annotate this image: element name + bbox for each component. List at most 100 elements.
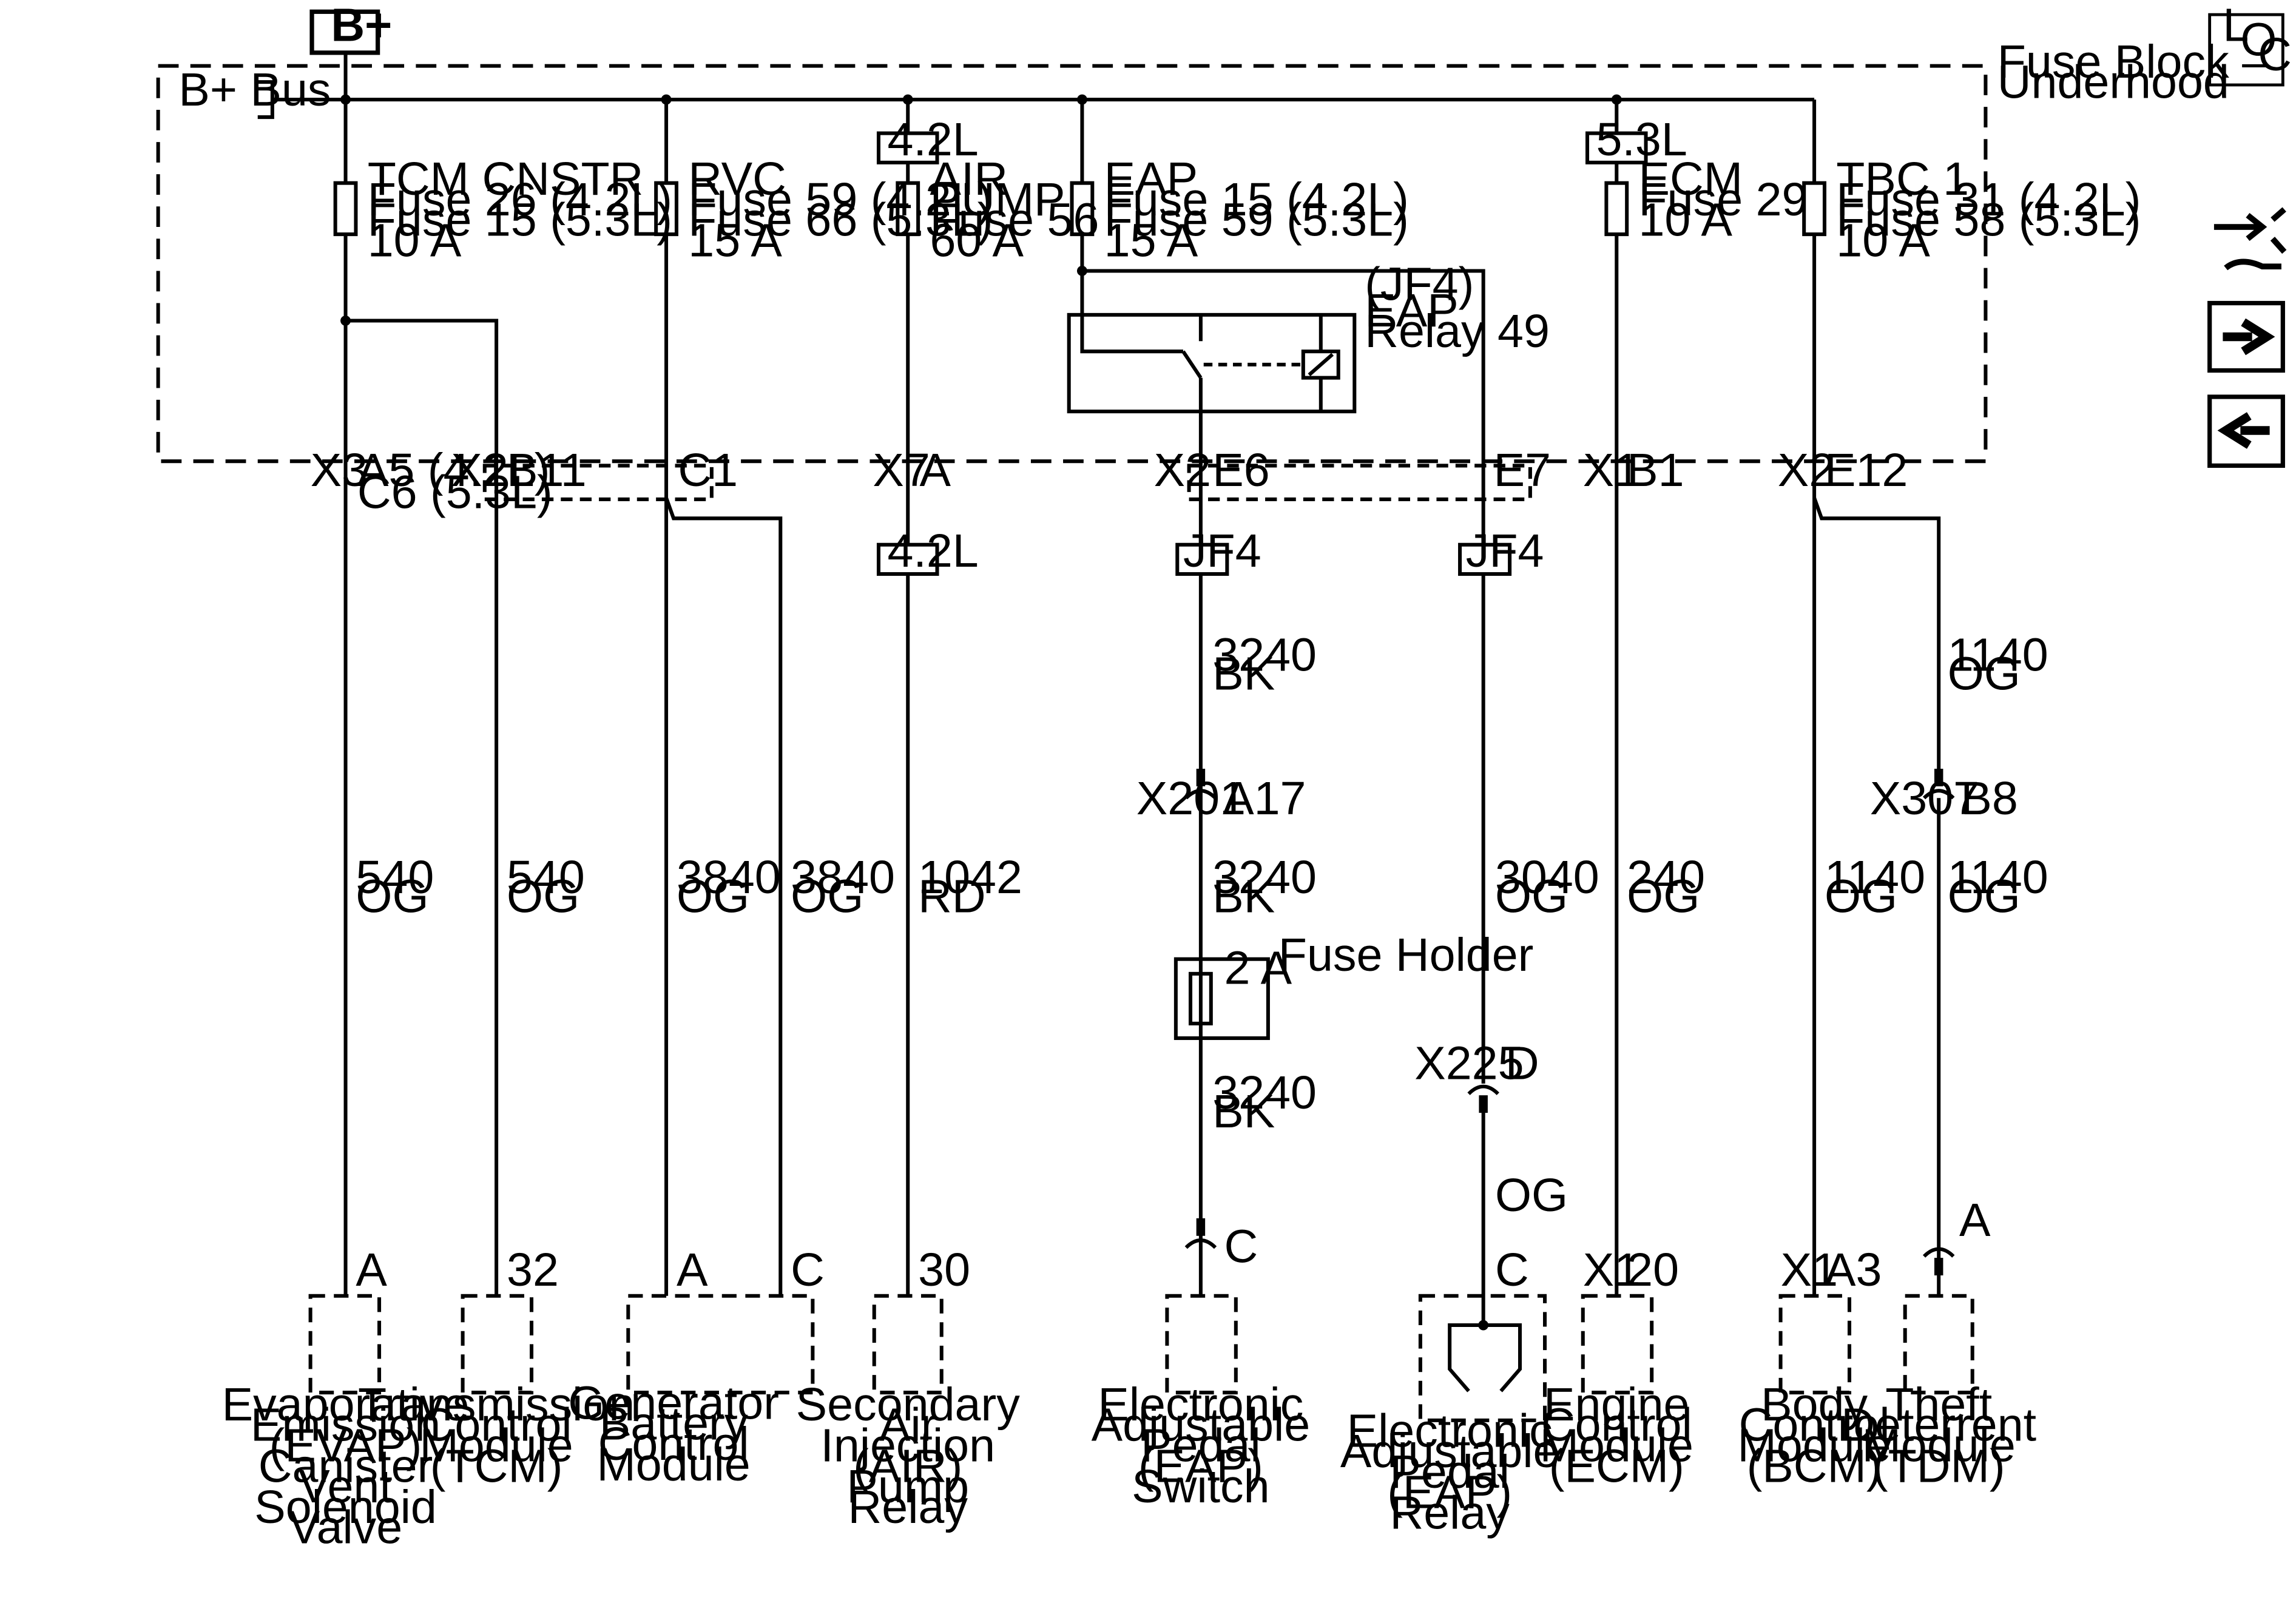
- component-box-eap-switch: [1165, 1294, 1238, 1395]
- fuse-label-ecm-2: Fuse 29: [1638, 174, 1808, 226]
- wire-1140-top-color: OG: [1948, 648, 2021, 700]
- connector-eap-c: C: [1224, 1220, 1258, 1272]
- component-bcm-3: Module: [1737, 1419, 1891, 1471]
- pin-relay-c: C: [1495, 1244, 1529, 1296]
- fuse-label-eap-4: 15 A: [1104, 214, 1198, 266]
- fuse-label-air-1: AIR: [930, 153, 1008, 205]
- wire-1140-tdm-color: OG: [1948, 870, 2021, 922]
- pin-x7: X7: [873, 444, 930, 496]
- fuse-label-tcm-3: Fuse 15 (5.3L): [368, 194, 672, 246]
- component-eap-relay-5: Relay: [1389, 1487, 1510, 1539]
- pin-b1: B1: [1627, 444, 1684, 496]
- fuse-label-tcm-4: 10 A: [368, 214, 462, 266]
- loc-icon-c: C: [2258, 29, 2292, 81]
- component-tdm-2: Deterrent: [1841, 1399, 2036, 1451]
- fuse-label-eap-2: Fuse 15 (4.2L): [1104, 174, 1409, 226]
- wire-1140-bcm-color: OG: [1825, 870, 1897, 922]
- wire-3240-1-num: 3240: [1212, 629, 1317, 681]
- component-bcm-2: Control: [1739, 1399, 1890, 1451]
- inline-connector-tdm: [1922, 1247, 1955, 1275]
- loc-icon-l: L: [2223, 0, 2249, 52]
- wire-3240-2-num: 3240: [1212, 851, 1317, 903]
- engine-tag-ecm-top-text: 5.3L: [1596, 113, 1687, 166]
- eap-relay-contact-common: [1080, 314, 1183, 354]
- eap-relay-contact-arm: [1181, 350, 1203, 379]
- component-gen-1: Generator: [568, 1377, 779, 1429]
- pin-ecm-20: 20: [1627, 1244, 1679, 1296]
- component-eap-relay-1: Electronic: [1347, 1405, 1553, 1457]
- pin-gen-c: C: [791, 1244, 825, 1296]
- fuse-label-air-4: 60 A: [930, 214, 1024, 266]
- splice-jf4-b: JF4: [1466, 525, 1544, 577]
- fuse-label-rvc-4: 15 A: [688, 214, 782, 266]
- wire-3840-a-color: OG: [677, 870, 749, 922]
- fuse-block-label-2: Underhood: [1997, 56, 2229, 109]
- component-gen-4: Module: [596, 1439, 750, 1491]
- pin-a5: A5 (4.2L): [357, 444, 550, 496]
- wire-3040-color: OG: [1495, 870, 1568, 922]
- fuse-holder-label: Fuse Holder: [1278, 929, 1534, 981]
- connector-outline-x2: [1187, 464, 1532, 501]
- pin-gen-a: A: [677, 1244, 708, 1296]
- engine-tag-air-top: [876, 131, 939, 164]
- fuse-symbol-eap: [1070, 181, 1095, 237]
- component-tcm-1: Transmission: [358, 1379, 635, 1431]
- engine-tag-air-bottom-text: 4.2L: [887, 525, 978, 577]
- connector-d: D: [1505, 1038, 1539, 1090]
- component-air-3: Injection: [820, 1419, 995, 1471]
- fuse-symbol-ecm: [1604, 181, 1629, 237]
- previous-page-arrow-icon[interactable]: [2207, 394, 2285, 468]
- inline-connector-eap-switch: [1184, 1218, 1217, 1249]
- pin-x2-e12: X2: [1778, 444, 1835, 496]
- connector-x307: X307: [1870, 772, 1979, 825]
- component-evap-6: Solenoid: [254, 1481, 437, 1533]
- wire-1042-color: RD: [918, 870, 986, 922]
- component-ecm-2: Control: [1541, 1399, 1692, 1451]
- pin-c1: C1: [678, 444, 738, 496]
- wire-tbc-branch: [1812, 497, 1941, 774]
- splice-jf4-a: JF4: [1183, 525, 1261, 577]
- wire-240-color: OG: [1627, 870, 1700, 922]
- loc-icon[interactable]: L O C: [2208, 0, 2292, 87]
- fuse-label-tbc-4: 10 A: [1836, 214, 1930, 266]
- pin-x3: X3: [311, 444, 368, 496]
- battery-positive-label: B+: [331, 0, 392, 52]
- component-evap-2: Emission: [251, 1399, 441, 1451]
- component-eap-relay-2: Adjustable: [1340, 1425, 1559, 1477]
- connector-tdm-a: A: [1959, 1194, 1991, 1246]
- relay-name-1: EAP: [1365, 285, 1459, 337]
- component-air-4: (AIR): [853, 1440, 962, 1492]
- wire-540-evap-num: 540: [356, 851, 434, 903]
- fuse-block-outline: [156, 64, 1988, 464]
- component-eap-switch-3: Pedal: [1141, 1419, 1261, 1471]
- pin-e7: E7: [1494, 444, 1551, 496]
- pin-tcm-32: 32: [507, 1244, 559, 1296]
- component-gen-2: Battery: [599, 1397, 748, 1450]
- fuse-label-ecm-3: 10 A: [1638, 194, 1732, 246]
- pin-x2-e6: X2: [1154, 444, 1211, 496]
- fuse-label-air-2: PUMP: [930, 174, 1065, 226]
- component-tcm-4: (TCM): [430, 1440, 563, 1492]
- wire-3240-1-color: BK: [1212, 648, 1275, 700]
- pin-c6: C6 (5.3L): [357, 466, 553, 518]
- connector-x201: X201: [1136, 772, 1246, 825]
- connector-repair-icon[interactable]: [2213, 207, 2287, 271]
- component-eap-switch-5: Switch: [1132, 1460, 1269, 1513]
- pin-bcm-x1: X1: [1781, 1244, 1838, 1296]
- fuse-symbol-air: [896, 181, 920, 237]
- connector-b8: B8: [1960, 772, 2017, 825]
- wire-1140-top-num: 1140: [1948, 629, 2048, 681]
- wire-1042-num: 1042: [918, 851, 1022, 903]
- connector-a17: A17: [1223, 772, 1306, 825]
- component-ecm-1: Engine: [1544, 1379, 1689, 1431]
- component-ecm-4: (ECM): [1549, 1440, 1684, 1492]
- wire-3840-c-num: 3840: [791, 851, 895, 903]
- pin-e6: E6: [1212, 444, 1269, 496]
- splice-box-jf4-a: [1175, 542, 1229, 576]
- component-ecm-3: Module: [1540, 1419, 1693, 1471]
- fuse-symbol-rvc: [654, 181, 678, 237]
- component-box-air-relay: [872, 1294, 944, 1395]
- next-page-arrow-icon[interactable]: [2207, 300, 2285, 373]
- wire-tcm-branch: [345, 319, 499, 1296]
